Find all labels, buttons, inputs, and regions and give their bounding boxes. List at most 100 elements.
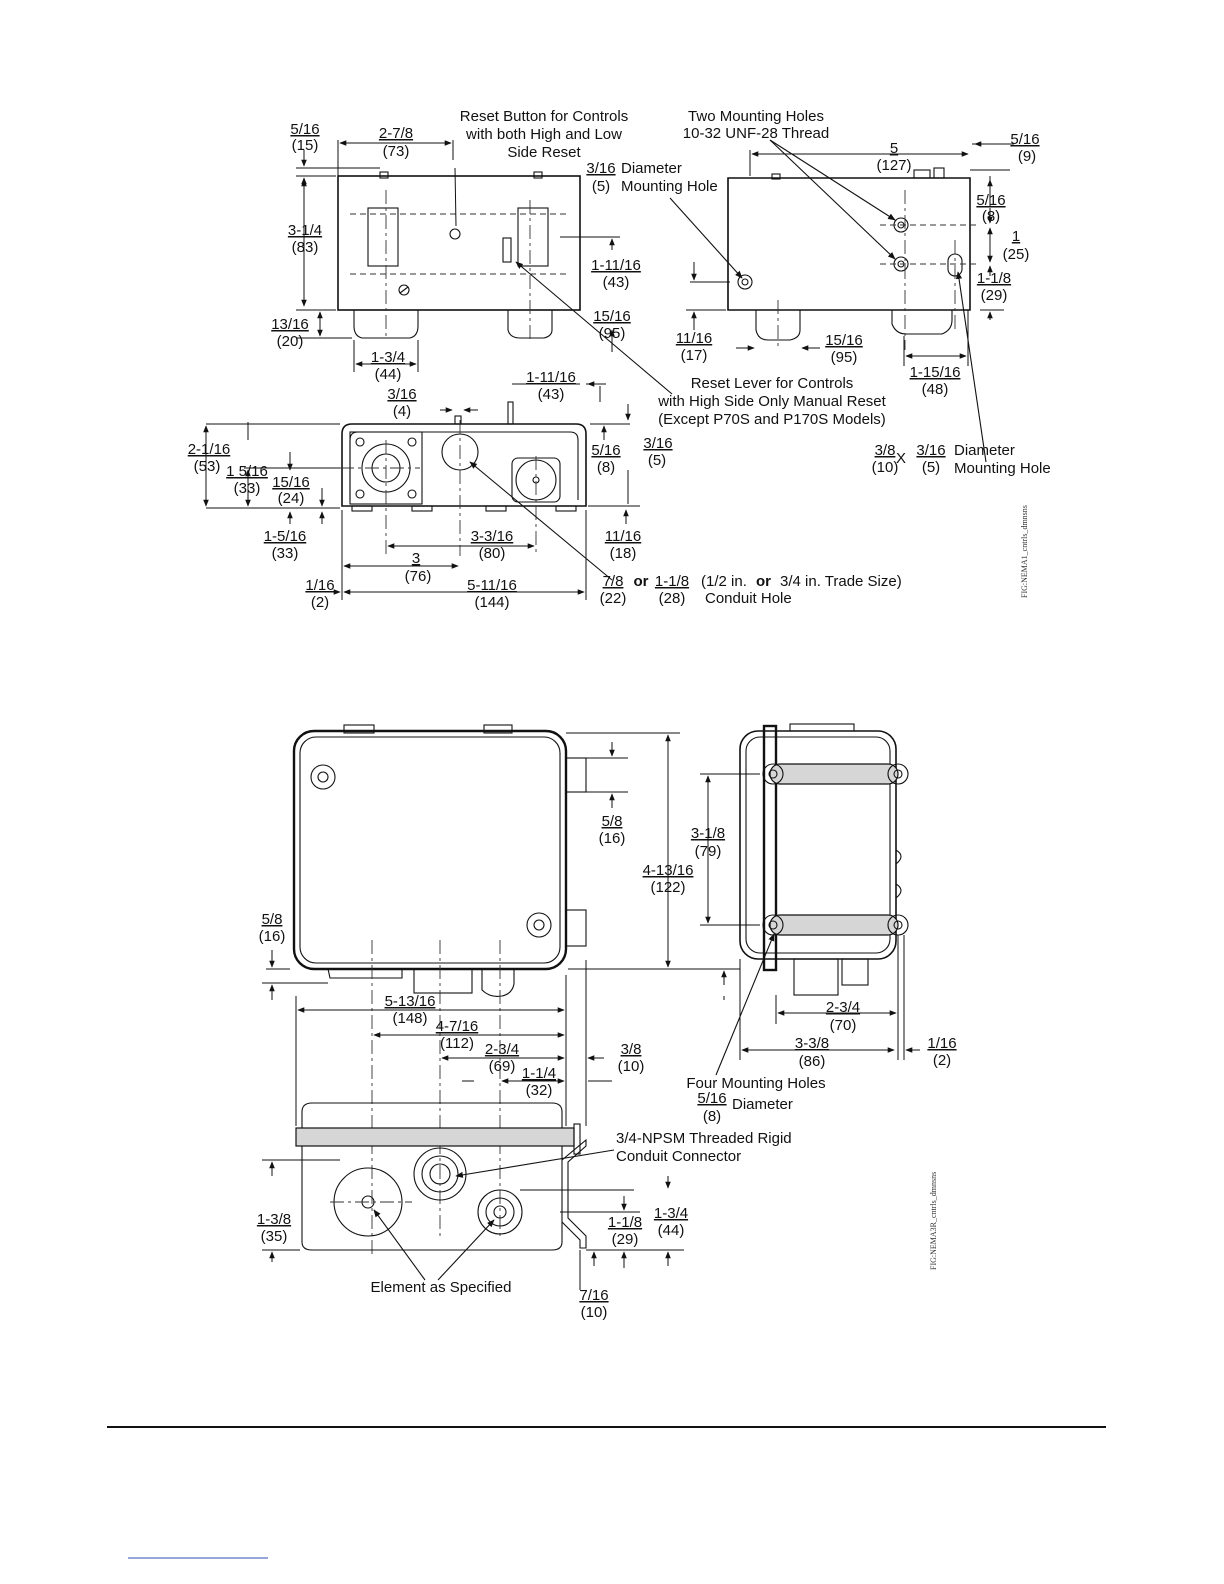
- dim-text: (10): [581, 1304, 608, 1321]
- dim-text: (2): [311, 594, 329, 611]
- dim-text: 5/8: [602, 813, 623, 830]
- figure2-dims: [262, 732, 920, 1290]
- enclosure-side: [739, 723, 909, 996]
- dim-text: 5/16: [591, 442, 620, 459]
- dim-text: (73): [383, 143, 410, 160]
- dim-text: 1: [1012, 228, 1020, 245]
- figure2-labels: Four Mounting Holes Diameter 3/4-NPSM Th…: [257, 813, 957, 1321]
- conduit-trade-or: or: [756, 573, 771, 590]
- dim-text: 1-1/8: [977, 270, 1011, 287]
- dim-text: (80): [479, 545, 506, 562]
- dim-text: 11/16: [605, 528, 641, 545]
- dim-text: 15/16: [272, 474, 310, 491]
- reset-lever-callout-1: Reset Lever for Controls: [691, 375, 854, 392]
- figure2-file-tag: FIG:NEMA3R_cntrls_dmnsns: [929, 1172, 938, 1270]
- connector-callout-1: 3/4-NPSM Threaded Rigid: [616, 1130, 792, 1147]
- dim-text: 1 5/16: [226, 463, 268, 480]
- slot-diameter-label: Diameter: [954, 442, 1015, 459]
- dim-text: (22): [600, 590, 627, 607]
- dim-text: 1-1/4: [522, 1065, 556, 1082]
- figure1-labels: Reset Button for Controls with both High…: [188, 108, 1051, 611]
- dim-text: (33): [272, 545, 299, 562]
- dim-text: (8): [597, 459, 615, 476]
- dim-text: (70): [830, 1017, 857, 1034]
- reset-button-callout-2: with both High and Low: [465, 126, 622, 143]
- dim-text: 5-11/16: [467, 577, 517, 594]
- dim-text: (16): [259, 928, 286, 945]
- dim-text: 1-3/4: [654, 1205, 688, 1222]
- dim-text: (9): [1018, 148, 1036, 165]
- dim-text: 5-13/16: [385, 993, 436, 1010]
- dim-text: (112): [440, 1035, 474, 1052]
- side-view-dims: [669, 139, 1014, 463]
- enclosure-bottom: [295, 1102, 587, 1251]
- dim-text: 1-15/16: [910, 364, 961, 381]
- dim-text: (8): [982, 208, 1000, 225]
- dim-text: 1-3/8: [257, 1211, 291, 1228]
- slot-x-label: X: [896, 450, 906, 467]
- dim-text: (95): [831, 349, 858, 366]
- dim-text: 3-3/16: [471, 528, 514, 545]
- dim-text: 5/16: [976, 192, 1005, 209]
- dim-text: (53): [194, 458, 221, 475]
- two-holes-callout-2: 10-32 UNF-28 Thread: [683, 125, 829, 142]
- mounting-hole-dia-1: Diameter: [621, 160, 682, 177]
- dim-text: (4): [393, 403, 411, 420]
- enclosure-front: [292, 724, 587, 1256]
- dim-text: 1-3/4: [371, 349, 405, 366]
- dim-text: (10): [618, 1058, 645, 1075]
- dim-text: 5/8: [262, 911, 283, 928]
- dim-text: (24): [278, 490, 305, 507]
- dim-text: (43): [538, 386, 565, 403]
- front-view-dims: [296, 140, 620, 372]
- dim-text: (8): [703, 1108, 721, 1125]
- reset-lever-callout-3: (Except P70S and P170S Models): [658, 411, 886, 428]
- dim-text: 4-7/16: [436, 1018, 479, 1035]
- dim-text: 3/16: [586, 160, 615, 177]
- bottom-view-dims: [203, 261, 673, 600]
- dim-text: (86): [799, 1053, 826, 1070]
- dim-text: 2-3/4: [826, 999, 860, 1016]
- dim-text: (69): [489, 1058, 516, 1075]
- mounting-hole-dia-2: Mounting Hole: [621, 178, 718, 195]
- dim-text: (18): [610, 545, 637, 562]
- four-holes-diameter: Diameter: [732, 1096, 793, 1113]
- conduit-trade-b: 3/4 in. Trade Size): [780, 573, 902, 590]
- dim-text: 1-1/8: [608, 1214, 642, 1231]
- dim-text: (35): [261, 1228, 288, 1245]
- figure-nema3r: Four Mounting Holes Diameter 3/4-NPSM Th…: [257, 723, 957, 1321]
- conduit-trade-a: (1/2 in.: [701, 573, 747, 590]
- dim-text: 2-3/4: [485, 1041, 519, 1058]
- dim-text: 3-3/8: [795, 1035, 829, 1052]
- dim-text: 1-1/8: [655, 573, 689, 590]
- dim-text: (33): [234, 480, 261, 497]
- dim-text: (25): [1003, 246, 1030, 263]
- bottom-view: [340, 401, 587, 556]
- four-holes-callout: Four Mounting Holes: [686, 1075, 825, 1092]
- dim-text: 3/16: [643, 435, 672, 452]
- reset-button-callout-3: Side Reset: [507, 144, 581, 161]
- dim-text: (28): [659, 590, 686, 607]
- dim-text: (83): [292, 239, 319, 256]
- dim-text: 3/8: [621, 1041, 642, 1058]
- dim-text: (144): [474, 594, 509, 611]
- element-callout: Element as Specified: [371, 1279, 512, 1296]
- dim-text: (5): [648, 452, 666, 469]
- dim-text: 3/8: [875, 442, 896, 459]
- dim-text: 3/16: [387, 386, 416, 403]
- dim-text: 4-13/16: [643, 862, 694, 879]
- dim-text: (43): [603, 274, 630, 291]
- dim-text: (10): [872, 459, 899, 476]
- dim-text: (76): [405, 568, 432, 585]
- reset-lever-callout-2: with High Side Only Manual Reset: [657, 393, 886, 410]
- dim-text: 2-1/16: [188, 441, 231, 458]
- dim-text: 5/16: [1010, 131, 1039, 148]
- connector-callout-2: Conduit Connector: [616, 1148, 741, 1165]
- dim-text: 3/16: [916, 442, 945, 459]
- dim-text: 2-7/8: [379, 125, 413, 142]
- dim-text: 7/8: [603, 573, 624, 590]
- dim-text: (15): [292, 137, 319, 154]
- conduit-or-label: or: [634, 573, 649, 590]
- dim-text: (2): [933, 1052, 951, 1069]
